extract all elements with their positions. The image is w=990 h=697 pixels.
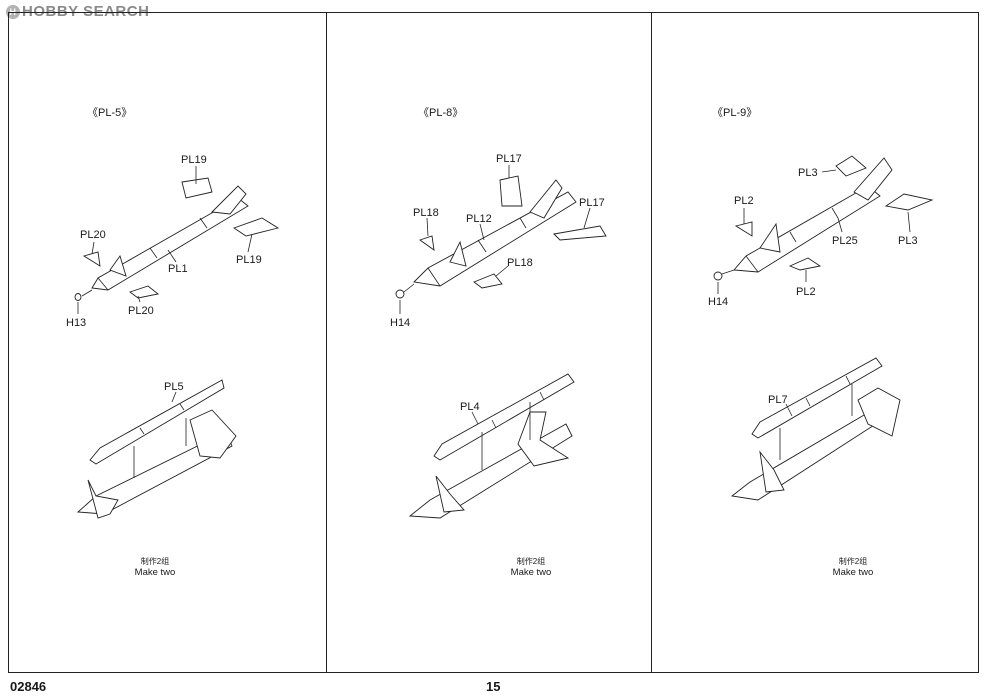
make-two-en: Make two [832, 567, 874, 578]
make-two-caption-pl9: 制作2组 Make two [808, 556, 898, 578]
label-pl20-left: PL20 [80, 229, 106, 241]
kit-number: 02846 [10, 679, 47, 694]
label-h14-pl9: H14 [708, 296, 728, 308]
label-pl18-left: PL18 [413, 207, 439, 219]
watermark-text: HOBBY SEARCH [22, 3, 150, 20]
pl5-assembly-bottom [76, 379, 237, 519]
pl9-assembly-top [713, 155, 934, 294]
label-pl12: PL12 [466, 213, 492, 225]
make-two-en: Make two [510, 567, 552, 578]
label-pl19-right: PL19 [236, 254, 262, 266]
label-pl4: PL4 [460, 401, 480, 413]
instruction-frame [8, 12, 979, 673]
panel-divider-2 [651, 12, 652, 673]
panel-title-pl9: 《PL-9》 [712, 107, 758, 119]
label-pl20-bottom: PL20 [128, 305, 154, 317]
pl8-assembly-top [395, 165, 607, 314]
pl9-assembly-bottom [730, 357, 901, 501]
label-pl7: PL7 [768, 394, 788, 406]
label-pl3-right: PL3 [898, 235, 918, 247]
make-two-caption-pl8: 制作2组 Make two [486, 556, 576, 578]
label-pl17-right: PL17 [579, 197, 605, 209]
make-two-cn: 制作2组 [838, 557, 868, 566]
label-pl25: PL25 [832, 235, 858, 247]
label-pl3-top: PL3 [798, 167, 818, 179]
panel-divider-1 [326, 12, 327, 673]
make-two-en: Make two [134, 567, 176, 578]
label-pl17-top: PL17 [496, 153, 522, 165]
label-pl2-left: PL2 [734, 195, 754, 207]
make-two-cn: 制作2组 [516, 557, 546, 566]
pl8-assembly-bottom [408, 373, 575, 519]
label-h14-pl8: H14 [390, 317, 410, 329]
label-pl1: PL1 [168, 263, 188, 275]
label-pl18-right: PL18 [507, 257, 533, 269]
label-h13: H13 [66, 317, 86, 329]
page-number: 15 [486, 679, 501, 694]
panel-title-pl5: 《PL-5》 [87, 107, 133, 119]
label-pl19-top: PL19 [181, 154, 207, 166]
panel-title-pl8: 《PL-8》 [418, 107, 464, 119]
pl5-assembly-top [74, 166, 280, 314]
label-pl2-bottom: PL2 [796, 286, 816, 298]
label-pl5: PL5 [164, 381, 184, 393]
make-two-cn: 制作2组 [140, 557, 170, 566]
make-two-caption-pl5: 制作2组 Make two [110, 556, 200, 578]
